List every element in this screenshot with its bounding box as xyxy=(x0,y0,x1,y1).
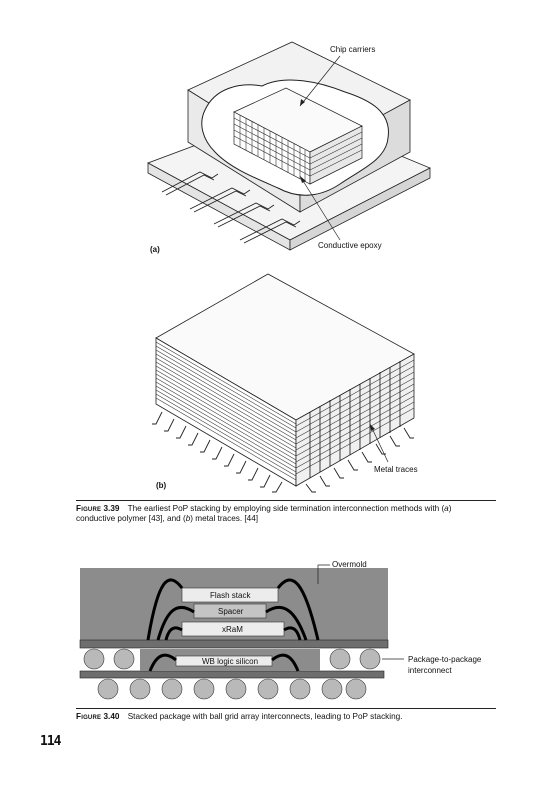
bottom-balls xyxy=(97,678,367,700)
leader-metal-traces xyxy=(369,423,389,463)
label-chip-carriers: Chip carriers xyxy=(330,45,375,54)
metal-traces-lines xyxy=(309,361,401,478)
caption-339-text-3: ) metal traces. [44] xyxy=(190,514,259,523)
caption-339-a: a xyxy=(444,504,449,513)
label-overmold: Overmold xyxy=(332,560,367,569)
label-pkg-interconnect-2: interconnect xyxy=(408,666,452,675)
bottom-substrate xyxy=(79,670,385,679)
caption-340-number: 3.40 xyxy=(103,712,120,721)
label-flash-stack: Flash stack xyxy=(210,591,251,600)
flash-stack-die xyxy=(181,587,279,603)
chip-stack-layers xyxy=(233,115,363,182)
arrowhead-traces xyxy=(370,424,375,431)
caption-339-number: 3.39 xyxy=(103,504,120,513)
page-number: 114 xyxy=(40,734,62,749)
top-substrate xyxy=(79,639,389,649)
caption-339-figure-word: Figure xyxy=(76,504,102,513)
top-balls xyxy=(83,648,381,670)
wb-logic-die xyxy=(175,655,273,667)
substrate-side xyxy=(289,167,431,251)
gull-wing-pins-left xyxy=(152,411,283,493)
figure-339b: Metal traces (b) xyxy=(152,273,418,493)
leader-chip-carriers xyxy=(299,55,341,107)
leader-overmold xyxy=(317,564,330,584)
label-xram: xRaM xyxy=(222,625,243,634)
caption-339-b: b xyxy=(185,514,191,523)
block-side-layers xyxy=(295,359,415,475)
figure-339a: Chip carriers Conductive epoxy (a) xyxy=(147,41,431,254)
panel-label-a: (a) xyxy=(150,245,160,254)
label-pkg-interconnect-1: Package-to-package xyxy=(408,655,482,664)
gull-wing-pins-right xyxy=(305,427,414,493)
panel-label-b: (b) xyxy=(156,481,167,490)
label-conductive-epoxy: Conductive epoxy xyxy=(318,241,382,250)
caption-339: Figure 3.39 The earliest PoP stacking by… xyxy=(76,504,488,524)
figure-340: Flash stack Spacer xRaM WB logic silicon… xyxy=(79,560,482,700)
arrowhead-epoxy xyxy=(300,176,306,183)
label-spacer: Spacer xyxy=(218,607,244,616)
caption-339-text-2: ) conductive polymer [43], and ( xyxy=(76,504,452,523)
caption-339-rule xyxy=(76,500,496,501)
label-wb-logic: WB logic silicon xyxy=(202,657,258,666)
caption-340-figure-word: Figure xyxy=(76,712,102,721)
leads xyxy=(161,171,301,244)
caption-340: Figure 3.40 Stacked package with ball gr… xyxy=(76,712,488,722)
caption-339-text-1: The earliest PoP stacking by employing s… xyxy=(127,504,445,513)
bond-wires xyxy=(146,578,320,672)
leader-conductive-epoxy xyxy=(299,175,341,241)
caption-340-text: Stacked package with ball grid array int… xyxy=(127,712,403,721)
arrowhead-chip xyxy=(300,99,305,106)
caption-340-rule xyxy=(76,708,496,709)
block-front-layers xyxy=(155,341,297,481)
label-metal-traces: Metal traces xyxy=(374,465,418,474)
